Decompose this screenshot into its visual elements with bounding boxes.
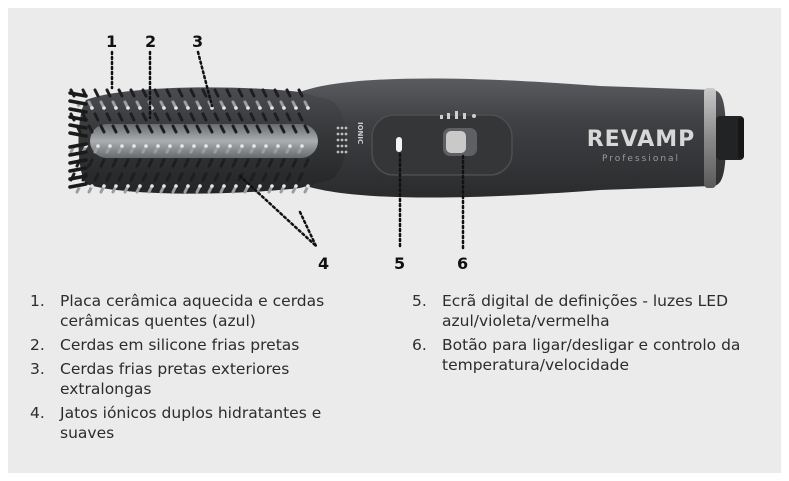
callout-6: 6: [457, 254, 469, 273]
legend-item-1: 1. Placa cerâmica aquecida e cerdas cerâm…: [30, 291, 350, 331]
callout-3: 3: [192, 32, 204, 51]
legend-text: Ecrã digital de definições - luzes LED a…: [442, 292, 729, 330]
legend-right: 5. Ecrã digital de definições - luzes LED…: [412, 291, 762, 379]
legend-number: 5.: [412, 292, 427, 310]
legend-item-4: 4. Jatos iónicos duplos hidratantes e sua…: [30, 403, 350, 443]
brand-logo: REVAMP Professional: [586, 127, 696, 164]
legend-left: 1. Placa cerâmica aquecida e cerdas cerâm…: [30, 291, 350, 447]
legend-item-6: 6. Botão para ligar/desligar e controlo d…: [412, 335, 762, 375]
end-cap: [716, 116, 744, 160]
callout-1: 1: [106, 32, 118, 51]
callout-4: 4: [318, 254, 330, 273]
led-display: [396, 137, 402, 152]
brand-subtitle: Professional: [601, 154, 681, 164]
legend-item-5: 5. Ecrã digital de definições - luzes LED…: [412, 291, 762, 331]
ionic-label: IONIC: [356, 122, 364, 145]
legend-number: 2.: [30, 336, 45, 354]
brand-name: REVAMP: [586, 127, 696, 152]
legend-text: Botão para ligar/desligar e controlo da …: [442, 336, 741, 374]
bristles: [68, 88, 310, 194]
control-panel: [371, 114, 513, 176]
power-slider-knob: [446, 131, 466, 153]
legend-number: 3.: [30, 360, 45, 378]
legend-text: Jatos iónicos duplos hidratantes e suave…: [60, 404, 322, 442]
setting-icons: [440, 111, 476, 119]
leader-lines: [110, 50, 465, 250]
legend-text: Cerdas frias pretas exteriores extralong…: [60, 360, 290, 398]
legend-number: 6.: [412, 336, 427, 354]
legend-number: 1.: [30, 292, 45, 310]
callout-2: 2: [145, 32, 157, 51]
legend-item-2: 2. Cerdas em silicone frias pretas: [30, 335, 350, 355]
legend-text: Cerdas em silicone frias pretas: [60, 336, 300, 354]
callout-5: 5: [394, 254, 406, 273]
ionic-jets: [336, 126, 348, 154]
legend-text: Placa cerâmica aquecida e cerdas cerâmic…: [60, 292, 325, 330]
legend-item-3: 3. Cerdas frias pretas exteriores extralo…: [30, 359, 350, 399]
legend-number: 4.: [30, 404, 45, 422]
handle-ring: [704, 88, 716, 188]
